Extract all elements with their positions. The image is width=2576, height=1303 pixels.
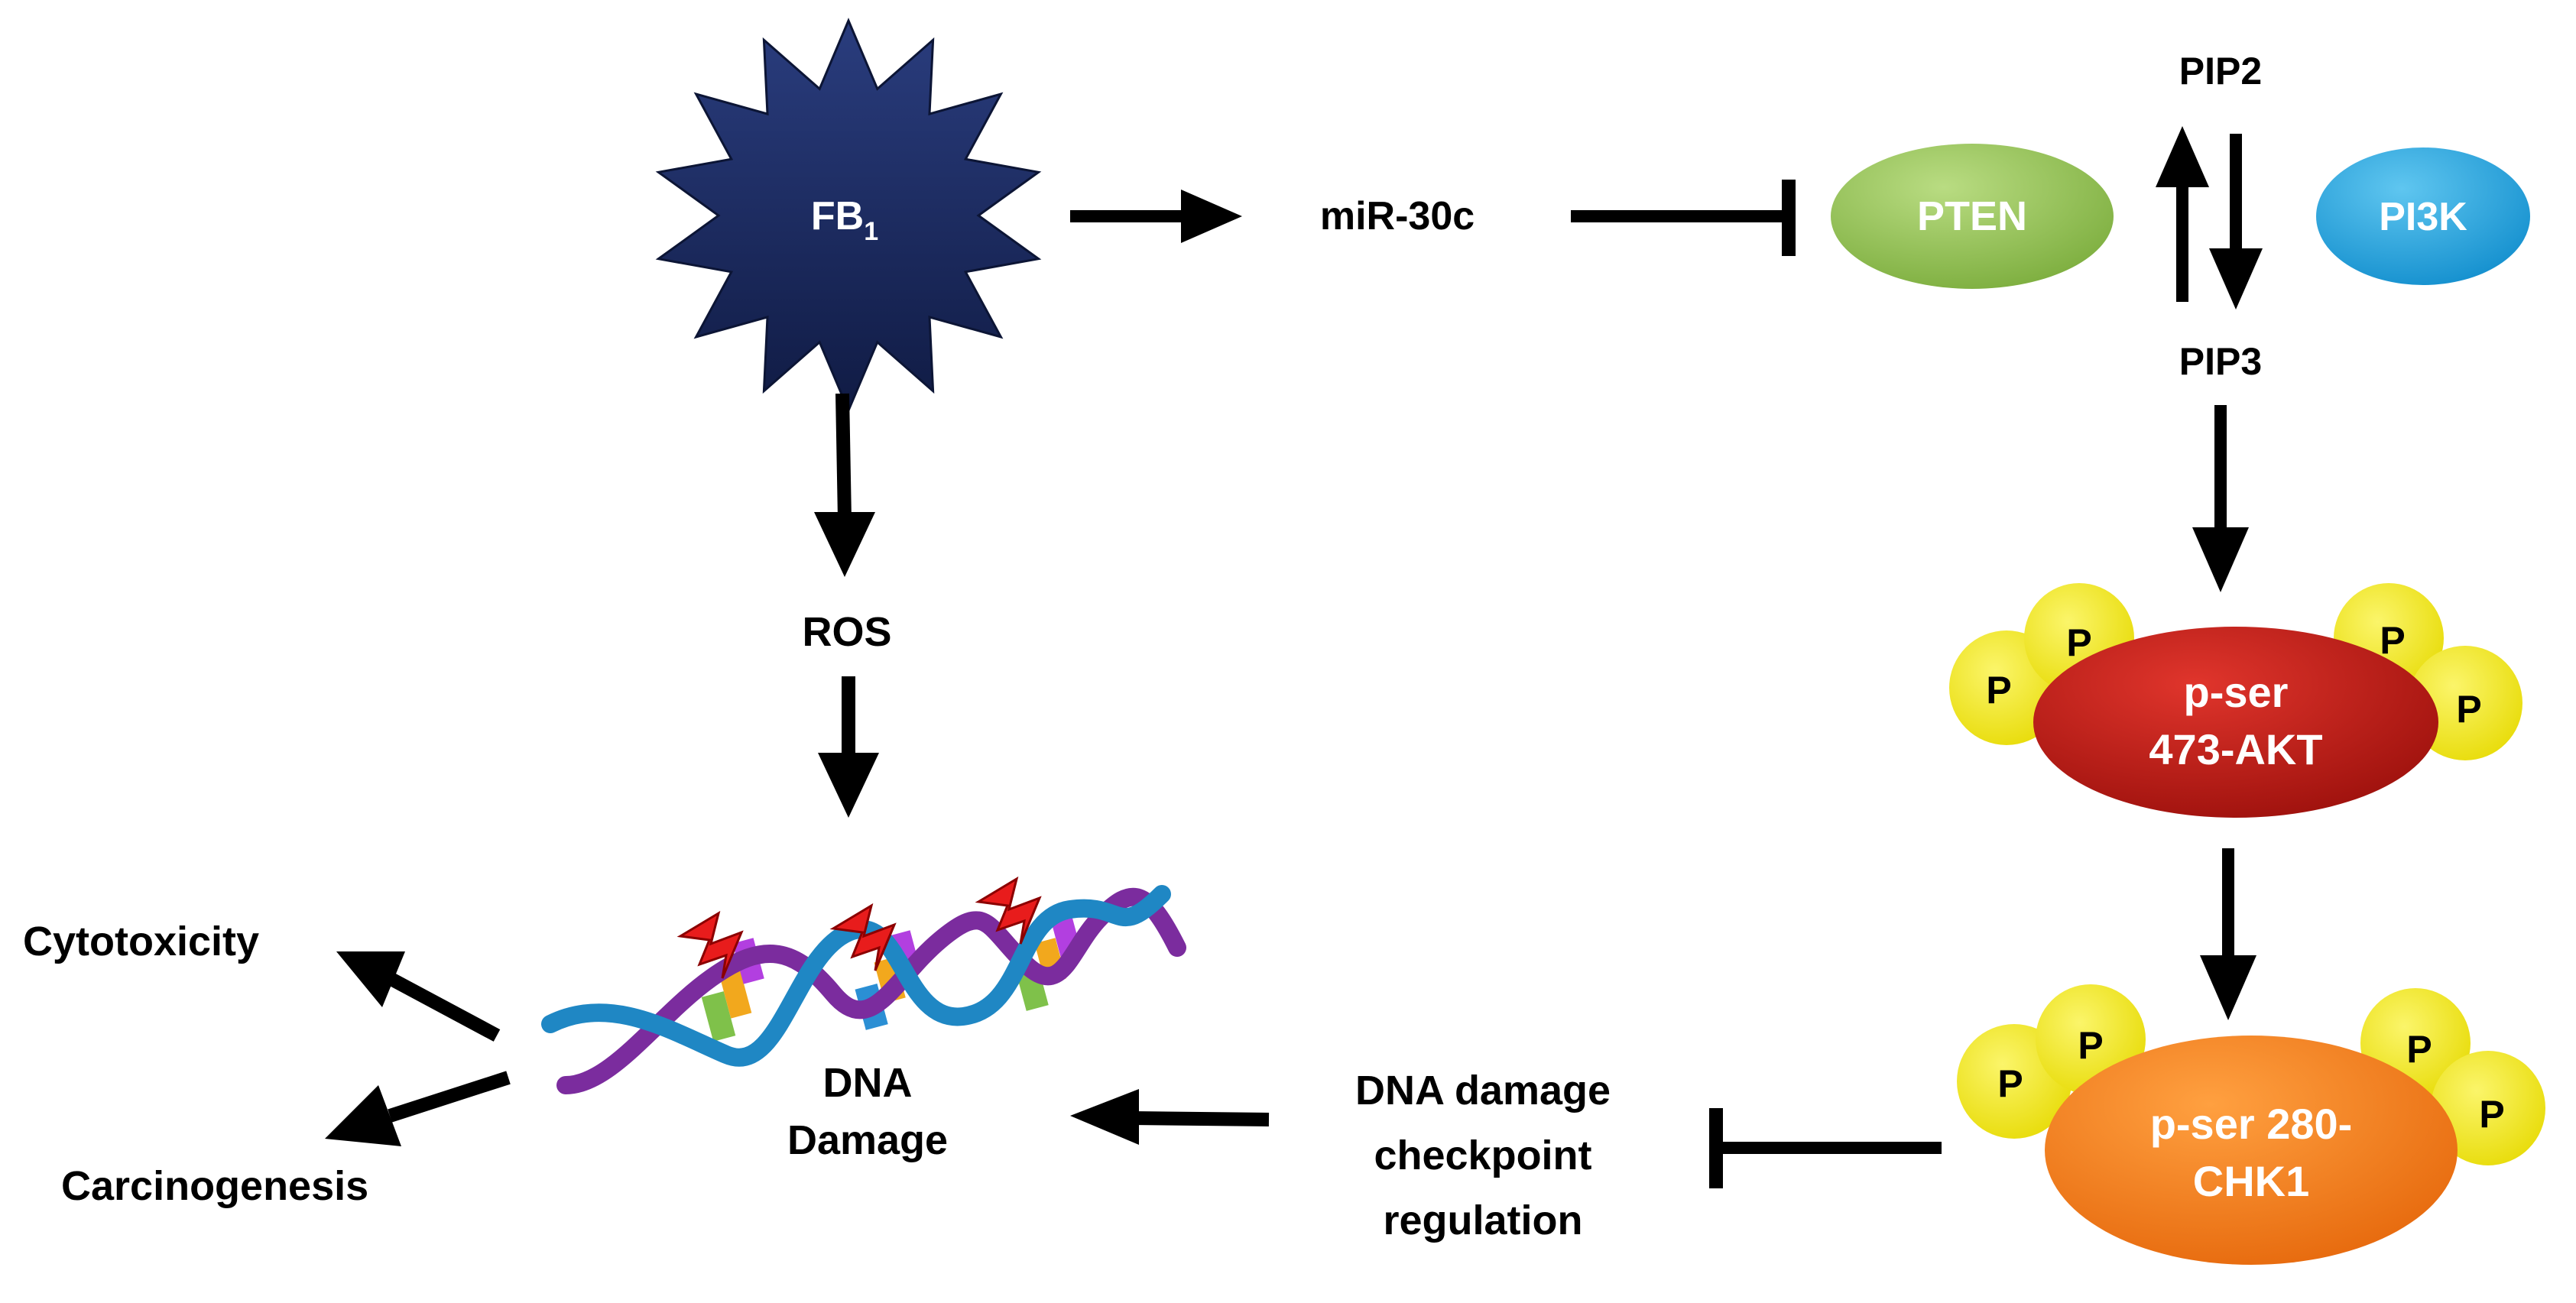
arrow-fb1-to-mir30c — [1070, 190, 1242, 243]
arrow-dna-to-carcinogenesis — [325, 1071, 511, 1146]
akt-label-line2: 473-AKT — [2149, 725, 2322, 773]
akt-node: P P P P p-ser 473-AKT — [1949, 583, 2522, 818]
svg-text:P: P — [1997, 1062, 2023, 1105]
arrow-checkpoint-to-dna — [1070, 1089, 1270, 1145]
svg-text:P: P — [2380, 619, 2405, 662]
fb1-subscript: 1 — [864, 217, 878, 246]
chk1-label-line1: p-ser 280- — [2150, 1100, 2353, 1148]
arrow-akt-to-chk1 — [2200, 848, 2256, 1020]
mir30c-label: miR-30c — [1320, 194, 1475, 238]
dna-strand-purple — [556, 887, 1186, 1094]
ros-label: ROS — [802, 609, 891, 655]
arrow-ros-to-dna — [818, 676, 879, 818]
svg-text:P: P — [2456, 688, 2481, 731]
inhibition-chk1-to-checkpoint — [1709, 1108, 1942, 1188]
carcinogenesis-label: Carcinogenesis — [61, 1163, 368, 1209]
arrow-dna-to-cytotoxicity — [336, 951, 501, 1042]
lightning-icon — [829, 903, 897, 971]
arrow-pip3-to-akt — [2192, 405, 2249, 592]
svg-text:P: P — [2078, 1024, 2103, 1067]
pten-node: PTEN — [1831, 144, 2114, 289]
pip2-label: PIP2 — [2179, 50, 2262, 92]
arrow-fb1-to-ros — [814, 393, 875, 577]
dna-strand-blue — [541, 885, 1171, 1067]
chk1-node: P P P P p-ser 280- CHK1 — [1957, 984, 2545, 1265]
checkpoint-label-line3: regulation — [1383, 1198, 1582, 1243]
svg-text:P: P — [1986, 669, 2011, 711]
dna-damage-label-line2: Damage — [787, 1117, 948, 1163]
dna-damage-label-line1: DNA — [823, 1060, 913, 1106]
inhibition-mir30c-to-pten — [1571, 180, 1796, 256]
chk1-label-line2: CHK1 — [2193, 1157, 2309, 1205]
svg-text:P: P — [2479, 1093, 2504, 1136]
phospho-circle: P — [2431, 1051, 2545, 1165]
checkpoint-label-line2: checkpoint — [1374, 1133, 1591, 1178]
pip3-label: PIP3 — [2179, 340, 2262, 383]
dna-helix-illustration — [541, 876, 1186, 1094]
pten-label: PTEN — [1917, 193, 2027, 239]
cytotoxicity-label: Cytotoxicity — [23, 919, 259, 964]
pi3k-label: PI3K — [2379, 195, 2467, 239]
pi3k-node: PI3K — [2316, 147, 2530, 285]
arrow-pip2-to-pip3 — [2209, 134, 2263, 310]
svg-text:P: P — [2066, 621, 2091, 664]
lightning-icon — [975, 876, 1042, 945]
lightning-icon — [676, 910, 744, 979]
akt-label-line1: p-ser — [2184, 668, 2289, 716]
checkpoint-label-line1: DNA damage — [1355, 1068, 1611, 1113]
svg-text:P: P — [2406, 1028, 2432, 1071]
svg-text:FB1: FB1 — [811, 194, 878, 246]
fb1-node: FB1 — [655, 18, 1042, 413]
arrow-pip3-to-pip2 — [2156, 126, 2209, 302]
fb1-label: FB — [811, 194, 864, 238]
